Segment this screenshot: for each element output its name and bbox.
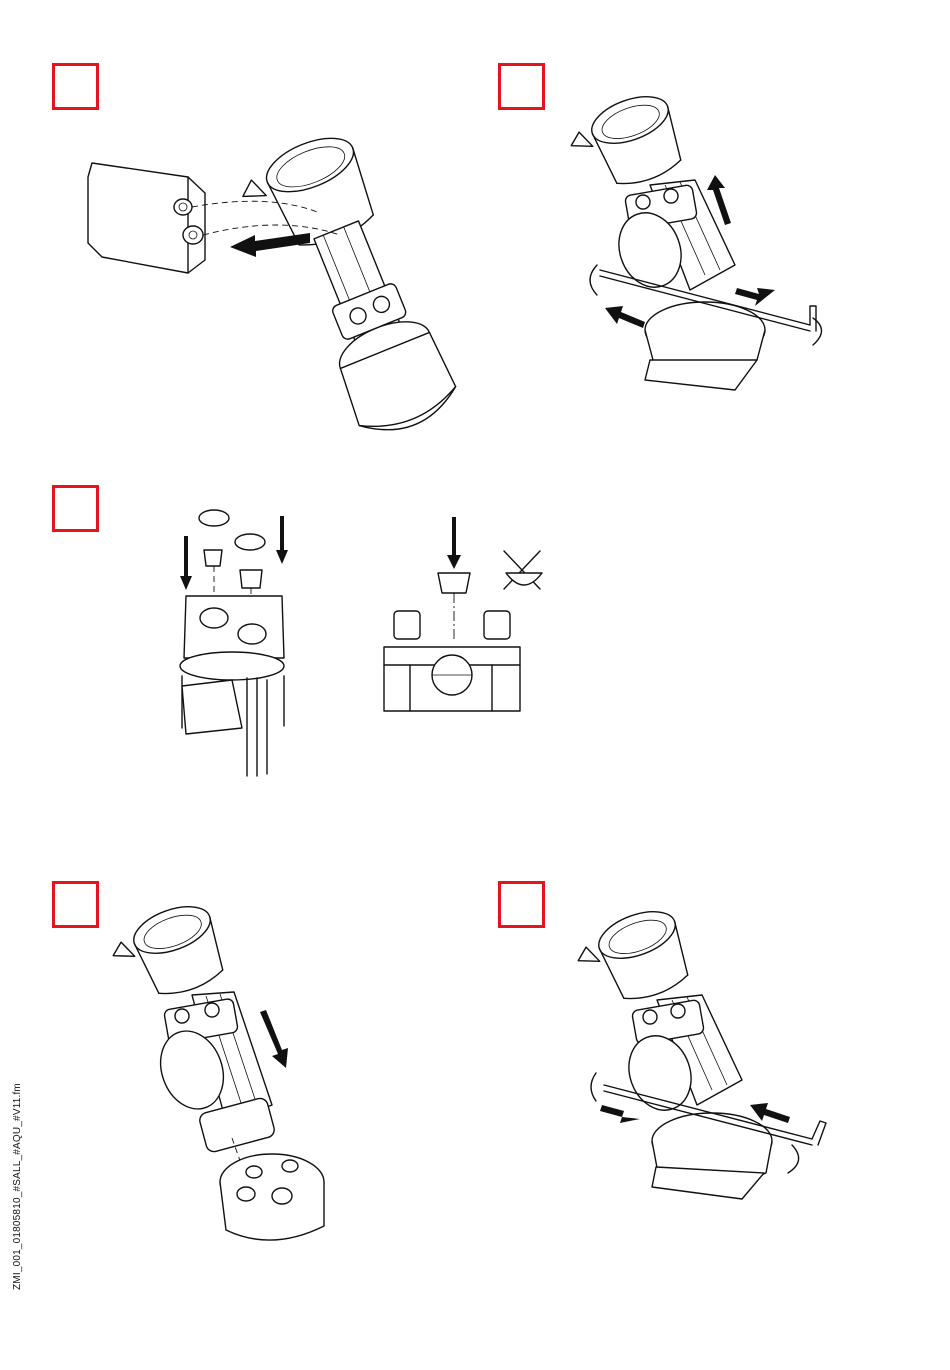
hex-key-tighten-illustration-icon [582, 905, 842, 1215]
document-file-code: ZMI_001_01805810_#SALL_#AQU_#V11.fm [0, 1040, 24, 1300]
cartridge-insert-illustration-icon [122, 900, 342, 1260]
step-2-number-box [498, 63, 545, 110]
step-4-number-box [52, 881, 99, 928]
valve-seat-orientation-detail-icon [380, 515, 555, 715]
file-code-text: ZMI_001_01805810_#SALL_#AQU_#V11.fm [12, 1083, 23, 1290]
step-3-number-box [52, 485, 99, 532]
step-5-number-box [498, 881, 545, 928]
cartridge-removal-illustration-icon [80, 85, 450, 395]
hex-key-unscrew-illustration-icon [575, 90, 845, 400]
o-ring-insert-illustration-icon [172, 508, 297, 778]
